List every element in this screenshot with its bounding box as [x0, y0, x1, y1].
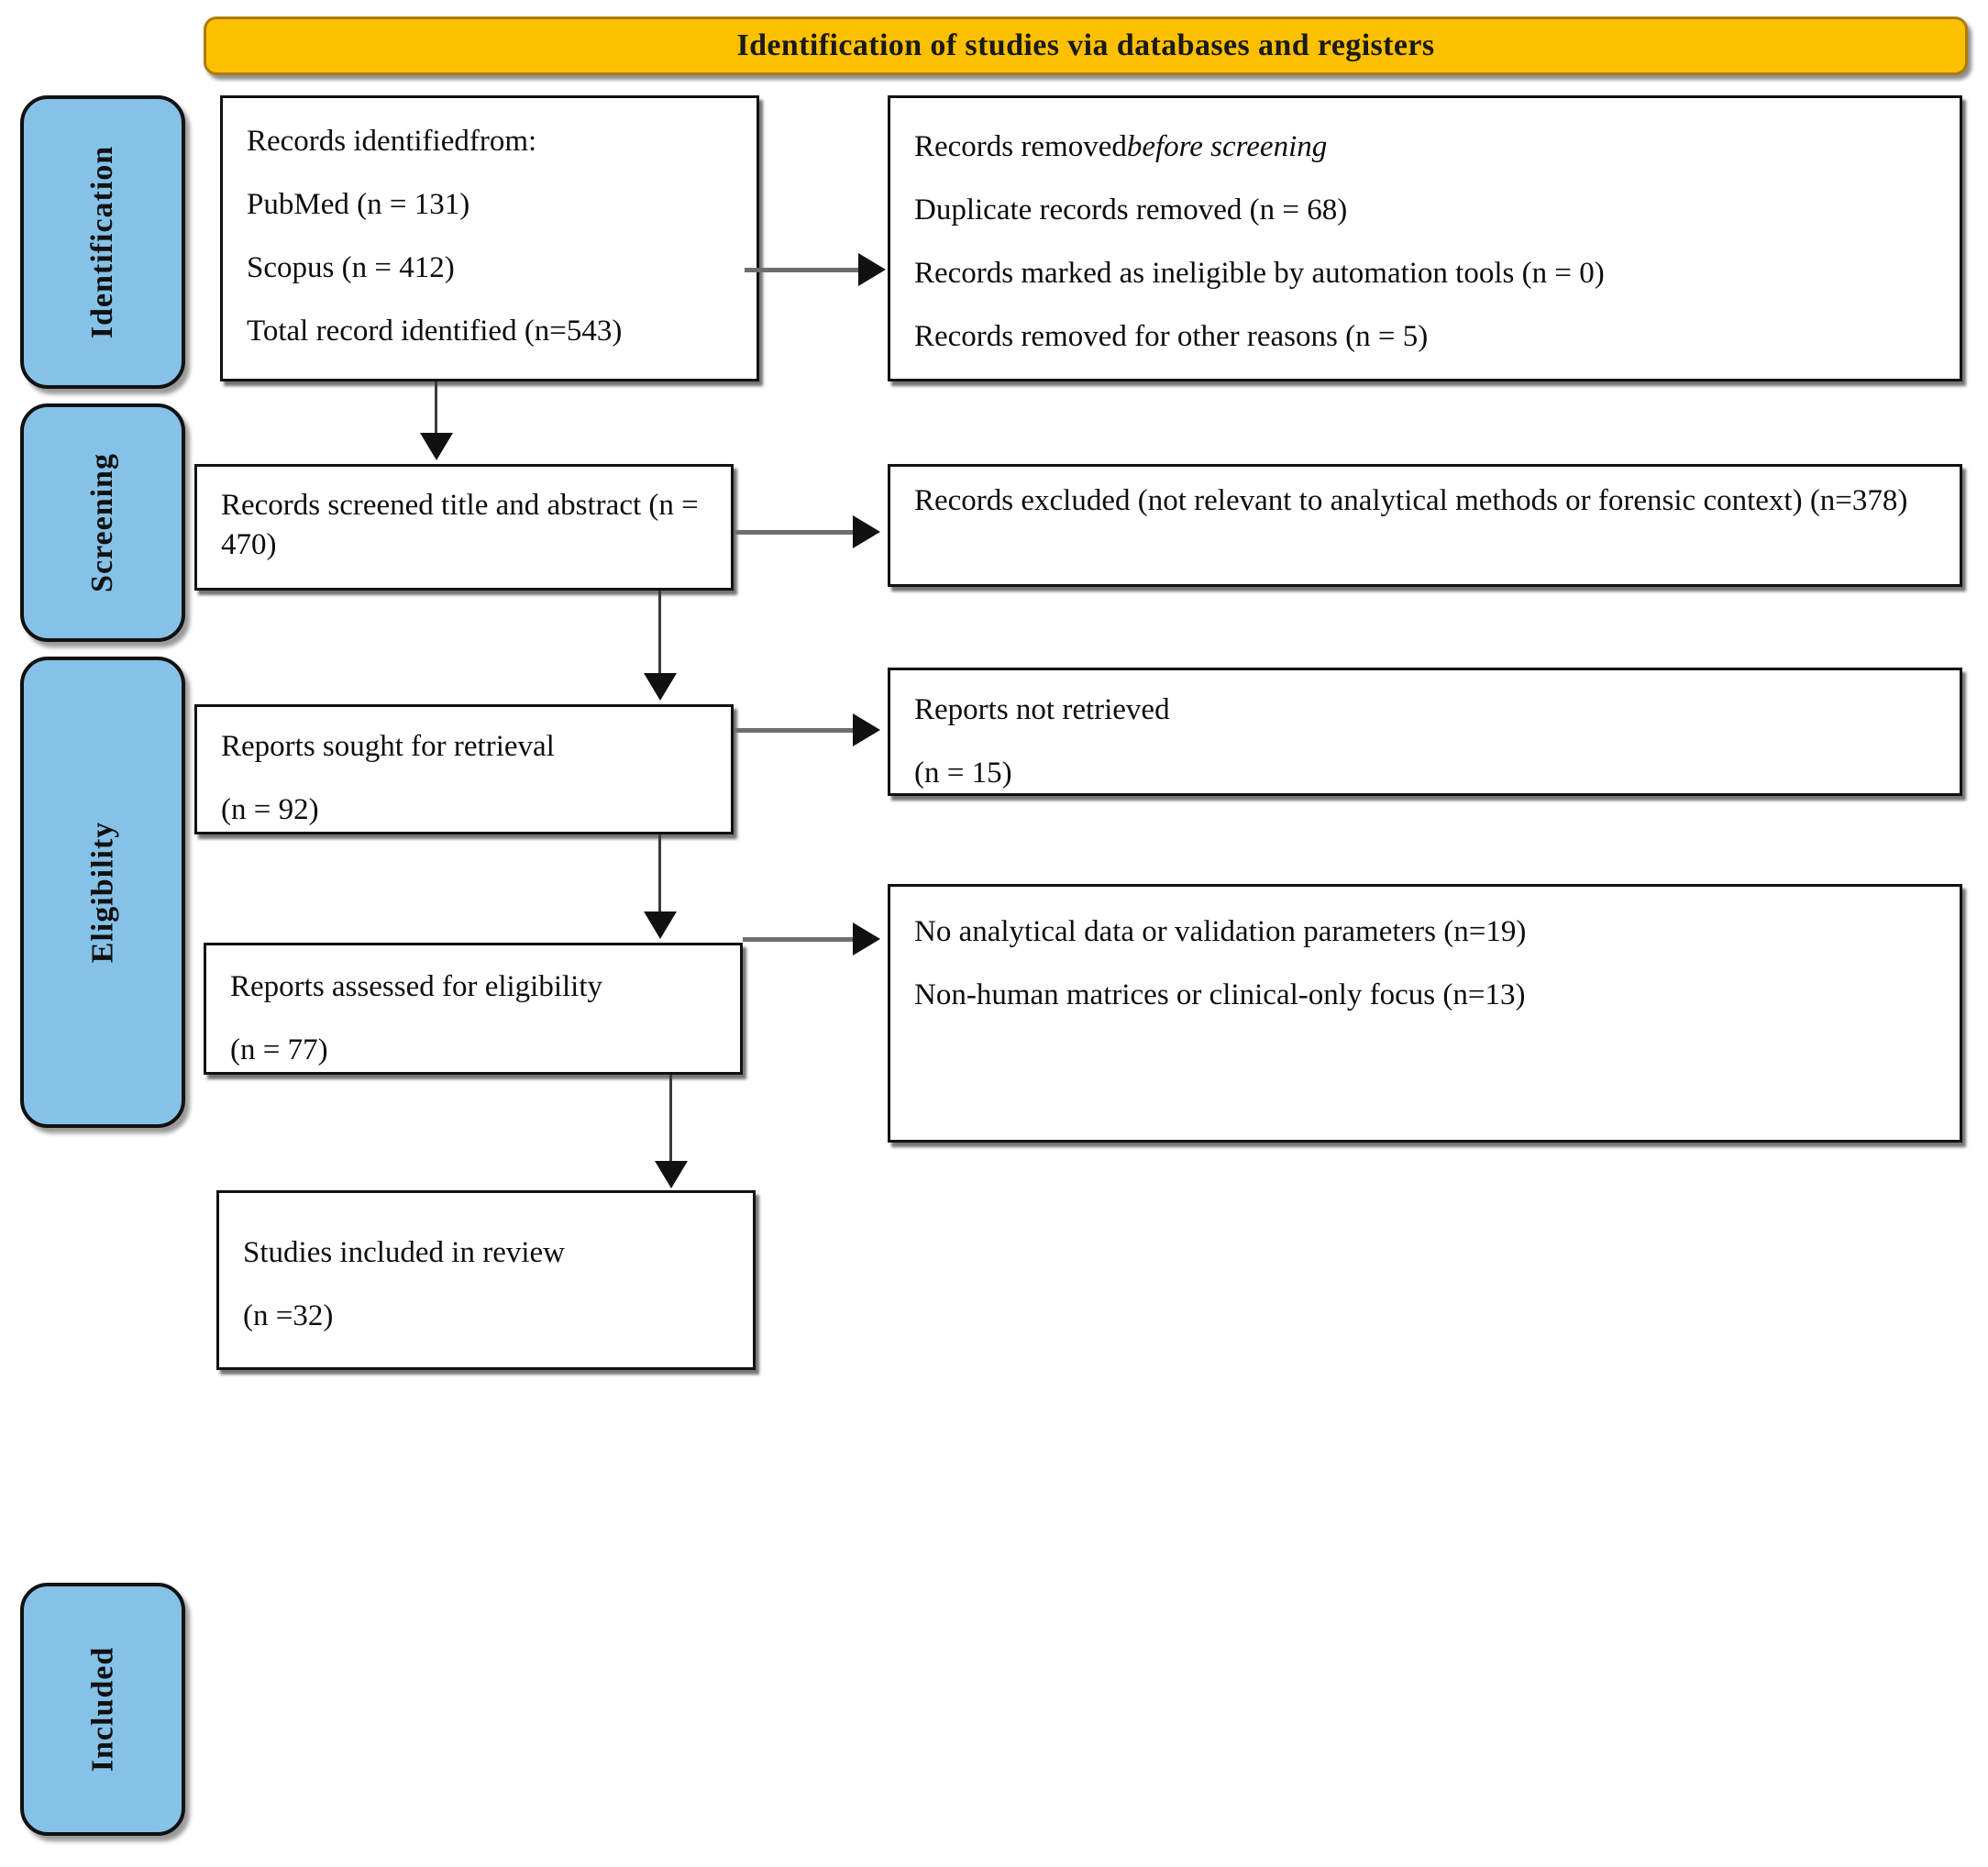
connector-sought-to-assessed-line	[658, 834, 661, 915]
stage-eligibility-label: Eligibility	[85, 821, 119, 964]
excluded-nonhuman-matrices: Non-human matrices or clinical-only focu…	[914, 978, 1526, 1011]
banner-identification-header: Identification of studies via databases …	[204, 17, 1968, 75]
records-identified-line-3: Scopus (n = 412)	[247, 250, 455, 284]
box-records-identified: Records identifiedfrom: PubMed (n = 131)…	[220, 95, 759, 381]
records-excluded-text: Records excluded (not relevant to analyt…	[914, 484, 1908, 517]
box-records-removed-before-screening: Records removedbefore screening Duplicat…	[888, 95, 1962, 381]
stage-included: Included	[20, 1583, 185, 1836]
reports-not-retrieved-text: Reports not retrieved	[914, 693, 1170, 726]
connector-assessed-to-included-arrowhead	[655, 1161, 688, 1188]
studies-included-count: (n =32)	[243, 1298, 334, 1332]
banner-title: Identification of studies via databases …	[736, 28, 1435, 62]
records-removed-heading-plain: Records removed	[914, 130, 1127, 163]
studies-included-text: Studies included in review	[243, 1236, 566, 1269]
connector-screened-to-excluded-line	[734, 530, 860, 535]
duplicate-records-removed: Duplicate records removed (n = 68)	[914, 193, 1348, 226]
stage-eligibility: Eligibility	[20, 657, 185, 1128]
records-removed-heading: Records removedbefore screening	[914, 127, 1939, 167]
connector-assessed-to-excludedreasons-line	[743, 937, 860, 942]
connector-screened-to-sought-line	[658, 591, 661, 677]
reports-not-retrieved-count: (n = 15)	[914, 756, 1012, 790]
connector-sought-to-notretrieved-line	[734, 728, 860, 733]
box-reports-not-retrieved: Reports not retrieved (n = 15)	[888, 668, 1962, 796]
connector-assessed-to-included-line	[669, 1075, 672, 1165]
records-removed-heading-italic: before screening	[1126, 130, 1328, 163]
reports-assessed-count: (n = 77)	[230, 1033, 328, 1066]
connector-identified-to-screened-arrowhead	[420, 433, 453, 460]
reports-assessed-text: Reports assessed for eligibility	[230, 970, 603, 1003]
connector-sought-to-notretrieved-arrowhead	[853, 713, 880, 746]
reports-sought-count: (n = 92)	[221, 792, 319, 826]
stage-included-label: Included	[85, 1646, 119, 1773]
connector-identified-to-removed-arrowhead	[858, 253, 886, 286]
stage-screening: Screening	[20, 403, 185, 642]
connector-assessed-to-excludedreasons-arrowhead	[853, 922, 880, 956]
records-identified-line-2: PubMed (n = 131)	[247, 187, 470, 221]
connector-screened-to-sought-arrowhead	[644, 673, 677, 701]
connector-screened-to-excluded-arrowhead	[853, 515, 880, 548]
stage-identification: Identification	[20, 95, 185, 389]
box-records-excluded: Records excluded (not relevant to analyt…	[888, 464, 1962, 587]
box-reports-assessed-for-eligibility: Reports assessed for eligibility (n = 77…	[204, 943, 743, 1075]
records-identified-line-1: Records identifiedfrom:	[247, 125, 537, 158]
box-reports-excluded-reasons: No analytical data or validation paramet…	[888, 884, 1962, 1143]
records-ineligible-automation: Records marked as ineligible by automati…	[914, 256, 1605, 290]
records-screened-text: Records screened title and abstract (n =…	[221, 489, 699, 561]
connector-sought-to-assessed-arrowhead	[644, 911, 677, 939]
box-studies-included-in-review: Studies included in review (n =32)	[216, 1190, 756, 1370]
excluded-no-analytical-data: No analytical data or validation paramet…	[914, 915, 1527, 948]
records-removed-other-reasons: Records removed for other reasons (n = 5…	[914, 319, 1429, 353]
box-reports-sought-for-retrieval: Reports sought for retrieval (n = 92)	[194, 704, 734, 834]
stage-identification-label: Identification	[85, 145, 120, 339]
connector-identified-to-removed-line	[745, 268, 864, 272]
connector-identified-to-screened-line	[435, 381, 437, 436]
stage-screening-label: Screening	[85, 453, 119, 592]
box-records-screened: Records screened title and abstract (n =…	[194, 464, 734, 591]
records-identified-line-4: Total record identified (n=543)	[247, 314, 623, 348]
reports-sought-text: Reports sought for retrieval	[221, 730, 555, 763]
